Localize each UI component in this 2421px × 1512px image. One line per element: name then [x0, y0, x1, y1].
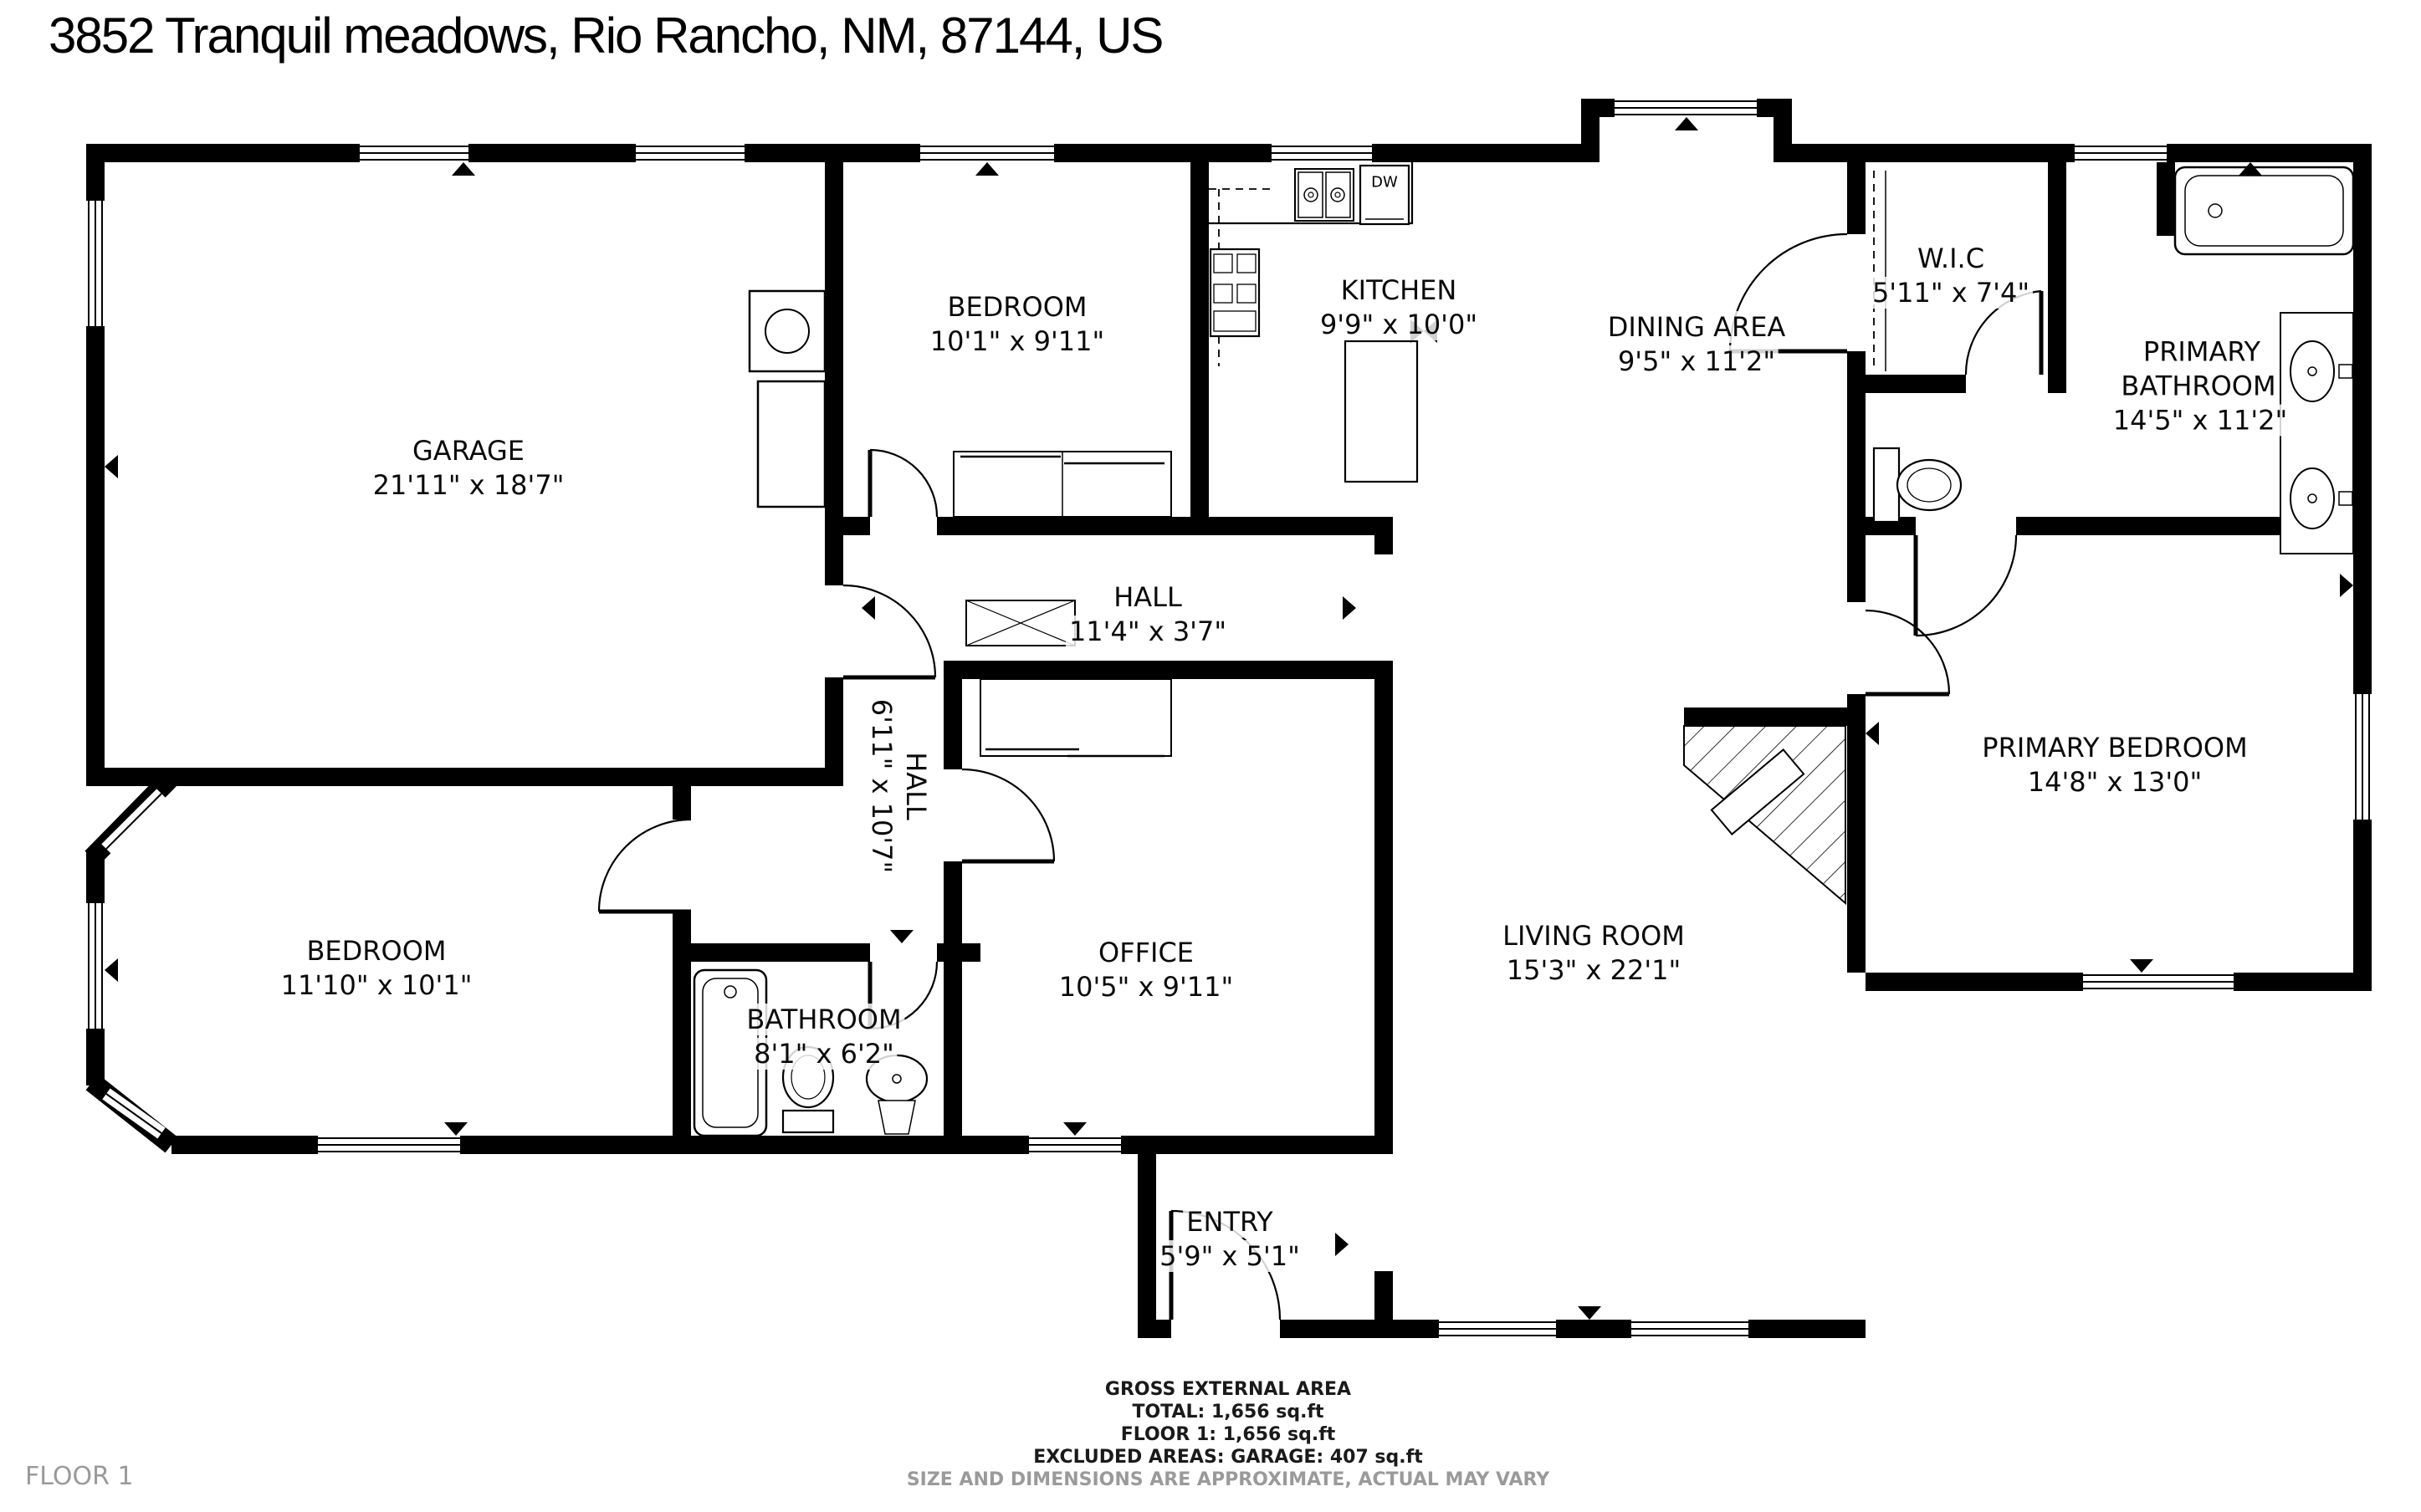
room-name: GARAGE — [409, 435, 528, 467]
room-name: LIVING ROOM — [1499, 920, 1688, 952]
room-dims: 11'4" x 3'7" — [1065, 616, 1231, 647]
room-label-garage: GARAGE 21'11" x 18'7" — [369, 434, 568, 503]
room-dims: 10'5" x 9'11" — [1055, 971, 1237, 1003]
room-dims: 8'1" x 6'2" — [750, 1038, 898, 1070]
room-dims: 14'5" x 11'2" — [2109, 404, 2291, 437]
room-label-bathroom: BATHROOM 8'1" x 6'2" — [743, 1003, 905, 1071]
room-label-entry: ENTRY 5'9" x 5'1" — [1156, 1205, 1303, 1274]
closet-icon — [980, 678, 1172, 758]
room-name: W.I.C — [1913, 243, 1988, 274]
water-heater-icon — [748, 289, 827, 508]
room-label-kitchen: KITCHEN 9'9" x 10'0" — [1316, 273, 1482, 342]
room-label-office: OFFICE 10'5" x 9'11" — [1055, 936, 1237, 1004]
room-label-hall-upper: HALL 11'4" x 3'7" — [1065, 580, 1231, 649]
room-dims: 11'10" x 10'1" — [277, 969, 476, 1001]
room-label-living-room: LIVING ROOM 15'3" x 22'1" — [1499, 919, 1688, 988]
dishwasher-icon — [1359, 164, 1410, 226]
kitchen-island-icon — [1344, 340, 1419, 483]
stove-icon — [1209, 248, 1261, 338]
gross-area-line: GROSS EXTERNAL AREA — [1104, 1379, 1352, 1400]
fixtures — [693, 162, 2355, 1137]
room-label-primary-bedroom: PRIMARY BEDROOM 14'8" x 13'0" — [1978, 731, 2251, 799]
room-name: HALL — [1110, 581, 1185, 613]
kitchen-sink-icon — [1294, 168, 1354, 222]
room-dims: 10'1" x 9'11" — [926, 325, 1108, 357]
room-name: KITCHEN — [1337, 274, 1461, 306]
floor1-area-line: FLOOR 1: 1,656 sq.ft — [1120, 1424, 1336, 1445]
address-title: 3852 Tranquil meadows, Rio Rancho, NM, 8… — [49, 8, 1164, 64]
room-dims: 5'11" x 7'4" — [1868, 277, 2034, 309]
room-name: PRIMARY BATHROOM — [2121, 335, 2280, 402]
room-name: ENTRY — [1183, 1206, 1277, 1238]
room-label-bedroom-top: BEDROOM 10'1" x 9'11" — [926, 290, 1108, 359]
disclaimer-text: SIZE AND DIMENSIONS ARE APPROXIMATE, ACT… — [906, 1469, 1550, 1490]
room-label-wic: W.I.C 5'11" x 7'4" — [1868, 242, 2034, 310]
area-summary: GROSS EXTERNAL AREA TOTAL: 1,656 sq.ft F… — [907, 1378, 1549, 1491]
room-name: BEDROOM — [303, 935, 450, 967]
room-dims: 15'3" x 22'1" — [1502, 954, 1685, 986]
room-name: BEDROOM — [944, 291, 1091, 323]
vanity-icon — [2280, 312, 2354, 554]
room-name: DINING AREA — [1604, 311, 1789, 343]
windows — [86, 99, 2372, 1338]
dimension-arrows — [105, 117, 2353, 1320]
toilet-icon — [1872, 447, 1963, 524]
room-label-bedroom-left: BEDROOM 11'10" x 10'1" — [277, 934, 476, 1003]
room-label-hall-lower: HALL 6'11" x 10'7" — [864, 695, 933, 877]
bathtub-icon — [2173, 166, 2355, 256]
room-label-dining: DINING AREA 9'5" x 11'2" — [1604, 310, 1789, 379]
room-name: BATHROOM — [743, 1004, 905, 1035]
room-dims: 14'8" x 13'0" — [2024, 766, 2206, 798]
room-dims: 9'5" x 11'2" — [1614, 345, 1779, 377]
closet-rod-icon — [1873, 171, 1886, 371]
room-dims: 21'11" x 18'7" — [369, 469, 568, 501]
total-area-line: TOTAL: 1,656 sq.ft — [1132, 1402, 1324, 1423]
room-dims: 6'11" x 10'7" — [866, 695, 898, 877]
room-name: HALL — [900, 748, 932, 824]
closet-icon — [953, 451, 1172, 518]
room-name: PRIMARY BEDROOM — [1978, 732, 2251, 764]
room-name: OFFICE — [1095, 937, 1197, 968]
room-dims: 9'9" x 10'0" — [1316, 309, 1482, 340]
fireplace — [1683, 725, 1846, 906]
attic-hatch-icon — [965, 600, 1076, 646]
room-dims: 5'9" x 5'1" — [1156, 1240, 1303, 1272]
dishwasher-label: DW — [1371, 173, 1398, 192]
floor-label: FLOOR 1 — [25, 1462, 134, 1491]
excluded-area-line: EXCLUDED AREAS: GARAGE: 407 sq.ft — [1033, 1447, 1423, 1468]
room-label-primary-bathroom: PRIMARY BATHROOM 14'5" x 11'2" — [2075, 335, 2326, 438]
